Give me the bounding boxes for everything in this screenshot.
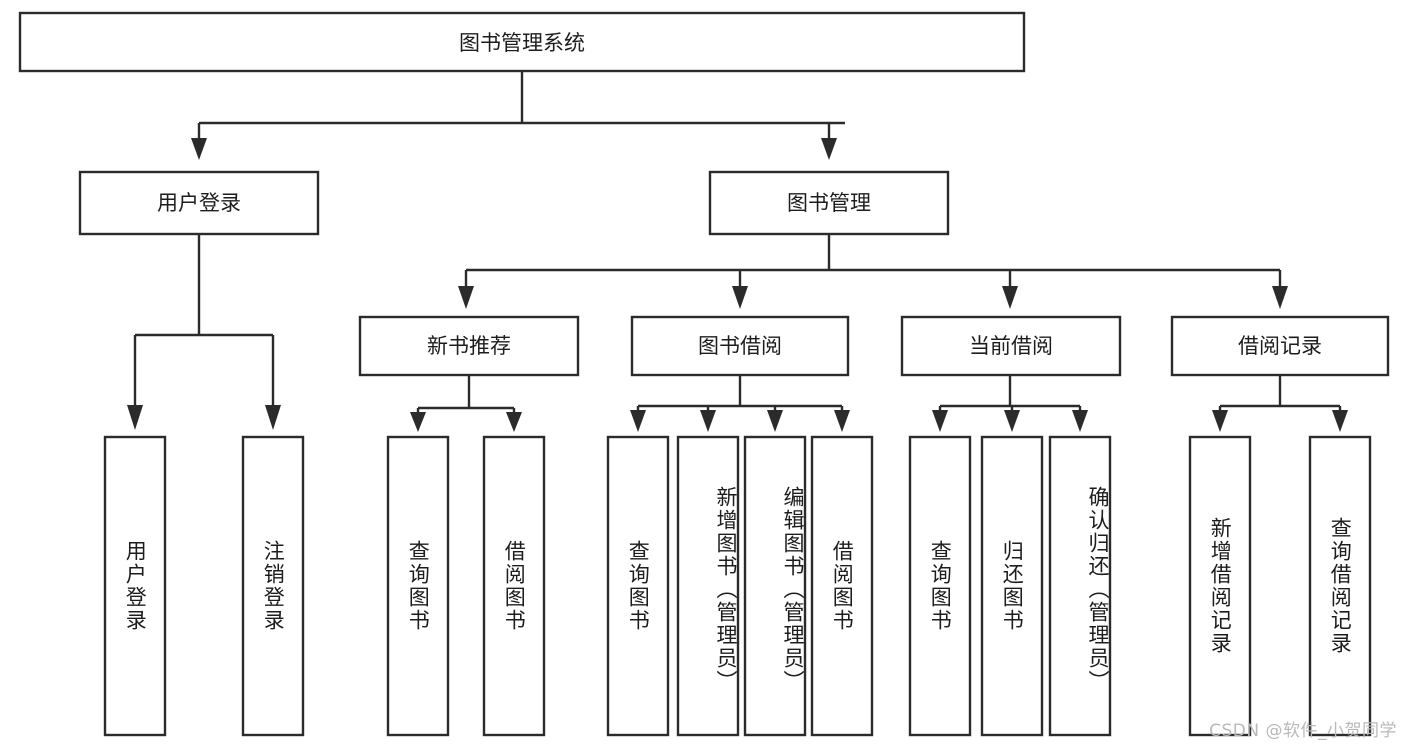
edge-group-book-mgmt	[458, 234, 1288, 309]
arrow-nbr-leaf2	[506, 412, 522, 432]
leaf-box-add-book-admin[interactable]	[676, 435, 740, 737]
arrow-to-borrow-record	[1272, 286, 1288, 309]
node-current-borrow-label: 当前借阅	[969, 334, 1053, 358]
leaf-box-query-book-cb[interactable]	[908, 435, 972, 737]
arrow-br-leaf2	[1332, 410, 1348, 432]
leaf-box-return-book[interactable]	[980, 435, 1044, 737]
node-root-box[interactable]	[18, 11, 1026, 73]
edge-group-book-borrow	[630, 375, 850, 432]
arrow-nbr-leaf1	[410, 412, 426, 432]
arrow-to-current-borrow	[1002, 286, 1018, 309]
node-borrow-record-box[interactable]	[1170, 315, 1390, 377]
arrow-to-new-book-rec	[458, 286, 474, 309]
arrow-ul-leaf2	[265, 405, 281, 430]
node-borrow-record[interactable]: 借阅记录	[1170, 315, 1390, 377]
leaf-box-query-borrow-record[interactable]	[1308, 435, 1372, 737]
leaf-box-user-login[interactable]	[103, 435, 167, 737]
node-root-label: 图书管理系统	[459, 31, 585, 55]
arrow-br-leaf1	[1212, 410, 1228, 432]
node-book-borrow[interactable]: 图书借阅	[630, 315, 850, 377]
node-new-book-recommend-label: 新书推荐	[427, 334, 511, 358]
arrow-to-book-borrow	[732, 286, 748, 309]
leaf-box-logout[interactable]	[241, 435, 305, 737]
edge-group-borrow-record	[1212, 375, 1348, 432]
arrow-ul-leaf1	[127, 405, 143, 430]
node-book-management-label: 图书管理	[787, 191, 871, 215]
arrow-cb-leaf3	[1072, 410, 1088, 432]
arrow-bb-leaf1	[630, 410, 646, 432]
edge-group-user-login	[127, 234, 281, 430]
leaf-boxes	[103, 435, 1372, 737]
leaf-box-query-book-bb[interactable]	[606, 435, 670, 737]
watermark-text: CSDN @软件_小贺同学	[1209, 721, 1397, 741]
node-user-login[interactable]: 用户登录	[78, 170, 320, 236]
leaf-box-query-book-nbr[interactable]	[386, 435, 450, 737]
node-new-book-recommend[interactable]: 新书推荐	[358, 315, 580, 377]
arrow-bb-leaf4	[834, 410, 850, 432]
node-user-login-box[interactable]	[78, 170, 320, 236]
leaf-box-borrow-book-nbr[interactable]	[482, 435, 546, 737]
arrow-cb-leaf1	[932, 410, 948, 432]
node-book-management[interactable]: 图书管理	[708, 170, 950, 236]
leaf-box-edit-book-admin[interactable]	[743, 435, 807, 737]
arrow-to-user-login	[191, 138, 207, 160]
node-user-login-label: 用户登录	[157, 191, 241, 215]
arrow-to-book-mgmt	[821, 138, 837, 160]
arrow-bb-leaf3	[767, 410, 783, 432]
arrow-bb-leaf2	[700, 410, 716, 432]
node-current-borrow-box[interactable]	[900, 315, 1122, 377]
arrow-cb-leaf2	[1004, 410, 1020, 432]
node-root[interactable]: 图书管理系统	[18, 11, 1026, 73]
node-book-borrow-label: 图书借阅	[698, 334, 782, 358]
node-book-management-box[interactable]	[708, 170, 950, 236]
node-new-book-recommend-box[interactable]	[358, 315, 580, 377]
node-current-borrow[interactable]: 当前借阅	[900, 315, 1122, 377]
node-book-borrow-box[interactable]	[630, 315, 850, 377]
edge-group-current-borrow	[932, 375, 1088, 432]
leaf-box-add-borrow-record[interactable]	[1188, 435, 1252, 737]
edge-group-root	[191, 71, 845, 160]
leaf-box-confirm-return-admin[interactable]	[1048, 435, 1112, 737]
leaf-box-borrow-book-bb[interactable]	[810, 435, 874, 737]
node-borrow-record-label: 借阅记录	[1238, 334, 1322, 358]
edge-group-new-book-rec	[410, 375, 522, 432]
